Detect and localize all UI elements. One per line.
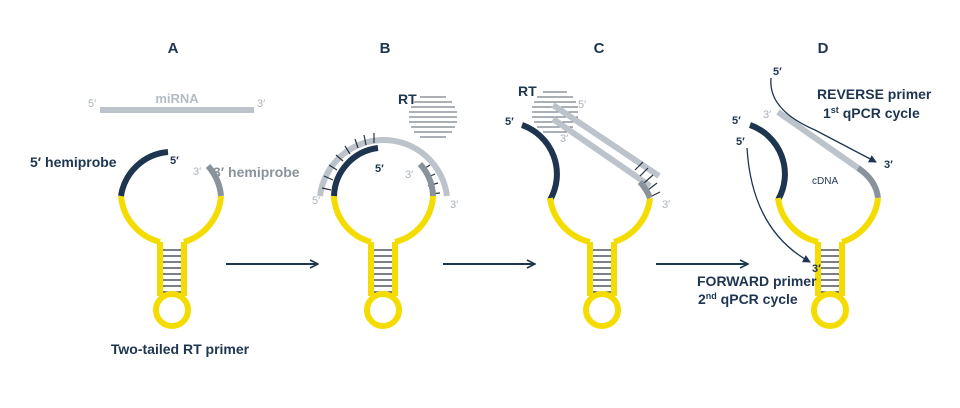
reverse-cycle-label: 1st qPCR cycle [823,105,920,121]
mirna-bound-b [317,136,450,197]
hemiprobe-3-label: 3′ hemiprobe [213,164,300,180]
forward-primer-label: FORWARD primer [697,273,817,289]
stem-hatch-d [821,249,839,293]
hemiprobe-5-end-a: 5′ [170,155,179,167]
panel-letter-b: B [380,40,391,57]
reverse-cycle-text: qPCR cycle [839,105,920,121]
stem-hatch-a [163,249,181,293]
reverse-5-end: 5′ [773,66,782,78]
primer-loop-c-right [613,197,653,245]
hemiprobe-5-end-d: 5′ [732,115,741,127]
hemiprobe-5-label: 5′ hemiprobe [30,154,117,170]
cdna-strand-d [776,109,860,171]
strand-3-end-c-bottom: 3′ [662,199,670,211]
panel-letter-a: A [168,40,179,57]
hemiprobe-5-b [331,145,379,197]
strand-5-end-c: 5′ [578,99,586,111]
reverse-3-end: 3′ [884,159,893,171]
panel-letter-d: D [818,40,829,57]
forward-primer-arrow [746,147,811,263]
mirna-5-end-b: 5′ [312,195,320,207]
primer-loop-a [118,195,161,245]
two-tailed-primer-label: Two-tailed RT primer [111,341,250,357]
cdna-5-end-d: 3′ [763,109,771,121]
stem-hatch-c [593,249,611,293]
hemiprobe-3-end-b: 3′ [405,169,413,181]
bottom-loop-b [364,291,402,329]
forward-cycle-suffix: nd [706,291,717,301]
reverse-primer-label: REVERSE primer [817,86,932,102]
cdna-strand-c-outer [551,102,661,179]
hemiprobe-5-end-b: 5′ [375,163,384,175]
rt-label-c: RT [518,83,537,99]
cdna-3-end-d [856,165,881,199]
hemiprobe-3-c [637,179,653,200]
forward-5-end: 5′ [736,136,745,148]
reverse-cycle-number: 1 [823,105,831,121]
reverse-primer-arrow [770,77,877,163]
primer-loop-c [547,197,591,245]
hemiprobe-5-end-c: 5′ [505,116,514,128]
rt-enzyme-b [409,96,457,138]
mirna-3-end-b: 3′ [450,199,458,211]
primer-loop-d-right [841,197,881,245]
reverse-cycle-suffix: st [831,105,839,115]
primer-loop-b-right [394,195,436,245]
forward-cycle-text: qPCR cycle [717,291,798,307]
hemiprobe-3-b [417,161,436,197]
stem-hatch-b [374,249,392,293]
cdna-label: cDNA [812,176,838,187]
primer-loop-a-right [183,195,224,245]
hemiprobe-5-c [520,122,560,202]
panel-letter-c: C [594,40,605,57]
hemiprobe-3-end-a: 3′ [193,166,201,178]
rt-label-b: RT [398,91,417,107]
bottom-loop-a [153,291,191,329]
primer-loop-d [775,197,819,245]
panel-a: miRNA 5′ 3′ 5′ hemiprobe 3′ hemiprobe 5′… [30,91,300,357]
bottom-loop-d [811,291,849,329]
forward-cycle-label: 2nd qPCR cycle [698,291,798,307]
rt-enzyme-c [532,91,578,133]
mirna-5-end: 5′ [88,98,96,110]
panel-c: RT 5′ 5′ 3′ 3′ [505,83,670,329]
panel-b: RT 5′ [312,91,458,329]
forward-3-end: 3′ [812,263,821,275]
strand-3-end-c: 3′ [560,133,568,145]
hemiprobe-3-a [205,164,224,197]
bottom-loop-c [583,291,621,329]
hemiprobe-5-a [118,149,169,197]
forward-cycle-number: 2 [698,291,706,307]
panel-d: 5′ 3′ 5′ 5′ 3′ 3′ cDNA REVERSE primer 1s… [697,66,932,329]
mirna-label: miRNA [155,91,199,106]
mirna-3-end: 3′ [257,98,265,110]
cdna-strand-c-inner [551,116,652,189]
primer-loop-b [331,195,372,245]
hemiprobe-5-d [748,122,788,202]
